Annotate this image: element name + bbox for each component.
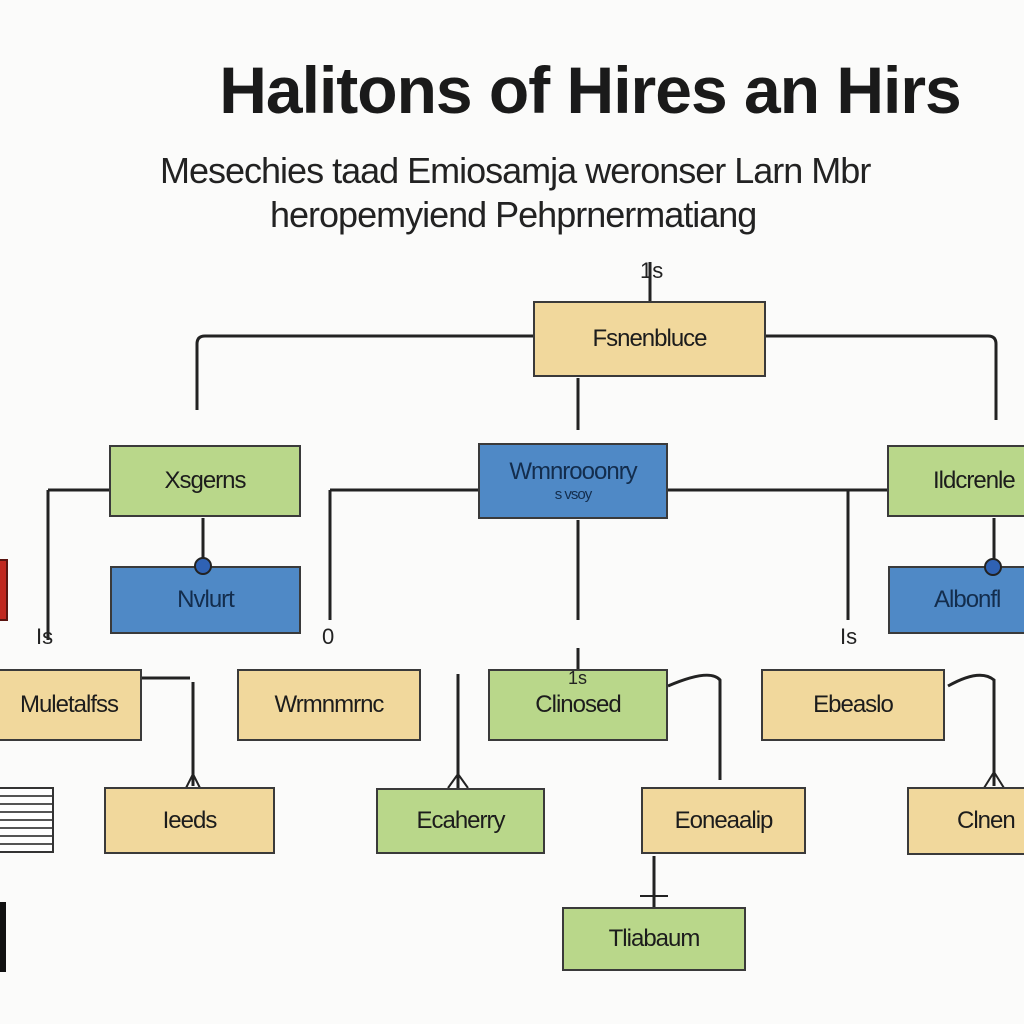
connector-dot-left — [194, 557, 212, 575]
glyph-right-mark: Is — [840, 624, 858, 649]
box-row3-b[interactable]: Wrmnmrnc — [237, 669, 421, 741]
red-marker — [0, 559, 8, 621]
box-row4-b[interactable]: Ecaherry — [376, 788, 545, 854]
box-left-blue[interactable]: Nvlurt — [110, 566, 301, 634]
box-row4-d-label: Clnen — [957, 807, 1016, 834]
striped-block — [0, 787, 54, 853]
box-row4-c-label: Eoneaalip — [674, 806, 774, 834]
box-top[interactable]: Fsnenbluce — [533, 301, 766, 377]
box-row3-d[interactable]: Ebeaslo — [761, 669, 945, 741]
box-center-level1-sublabel: s vsoy — [554, 485, 593, 503]
connector-top-right — [766, 334, 998, 420]
box-row3-a-label: Muletalfss — [19, 691, 119, 718]
connector-top-left — [195, 334, 533, 410]
box-center-level1[interactable]: Wmnrooonry s vsoy — [478, 443, 668, 519]
box-top-label: Fsnenbluce — [592, 325, 707, 352]
box-bottom-label: Tliabaum — [608, 925, 701, 952]
box-row4-a-label: Ieeds — [162, 806, 218, 834]
dark-bar — [0, 902, 6, 972]
box-left-level1[interactable]: Xsgerns — [109, 445, 301, 517]
box-right-blue[interactable]: Albonfl — [888, 566, 1024, 634]
glyph-mid-left-mark: 0 — [322, 624, 335, 649]
box-row3-a[interactable]: Muletalfss — [0, 669, 142, 741]
box-row3-c[interactable]: Clinosed — [488, 669, 668, 741]
box-right-level1[interactable]: Ildcrenle — [887, 445, 1024, 517]
box-row4-a[interactable]: Ieeds — [104, 787, 275, 854]
box-row4-d[interactable]: Clnen — [907, 787, 1024, 855]
connector-row4c — [667, 673, 722, 780]
box-bottom[interactable]: Tliabaum — [562, 907, 746, 971]
box-left-level1-label: Xsgerns — [164, 467, 246, 494]
box-right-blue-label: Albonfl — [934, 586, 1001, 613]
box-row4-c[interactable]: Eoneaalip — [641, 787, 806, 854]
glyph-center-mark: 1s — [568, 668, 588, 688]
box-right-level1-label: Ildcrenle — [933, 467, 1016, 494]
box-row3-b-label: Wrmnmrnc — [274, 691, 385, 718]
connector-dot-right — [984, 558, 1002, 576]
box-left-blue-label: Nvlurt — [177, 586, 235, 613]
diagram-title: Halitons of Hires an Hirs — [219, 53, 962, 127]
box-center-level1-label: Wmnrooonry — [509, 457, 637, 485]
diagram-subtitle-line2: heropemyiend Pehprnermatiang — [270, 194, 757, 235]
glyph-left-mark: Is — [36, 624, 54, 649]
box-row3-d-label: Ebeaslo — [813, 691, 894, 718]
connector-row4d — [947, 673, 996, 786]
diagram-subtitle-line1: Mesechies taad Emiosamja weronser Larn M… — [160, 150, 871, 191]
box-row4-b-label: Ecaherry — [416, 807, 505, 834]
glyph-top-mark: 1s — [640, 258, 664, 283]
box-row3-c-label: Clinosed — [535, 691, 621, 718]
